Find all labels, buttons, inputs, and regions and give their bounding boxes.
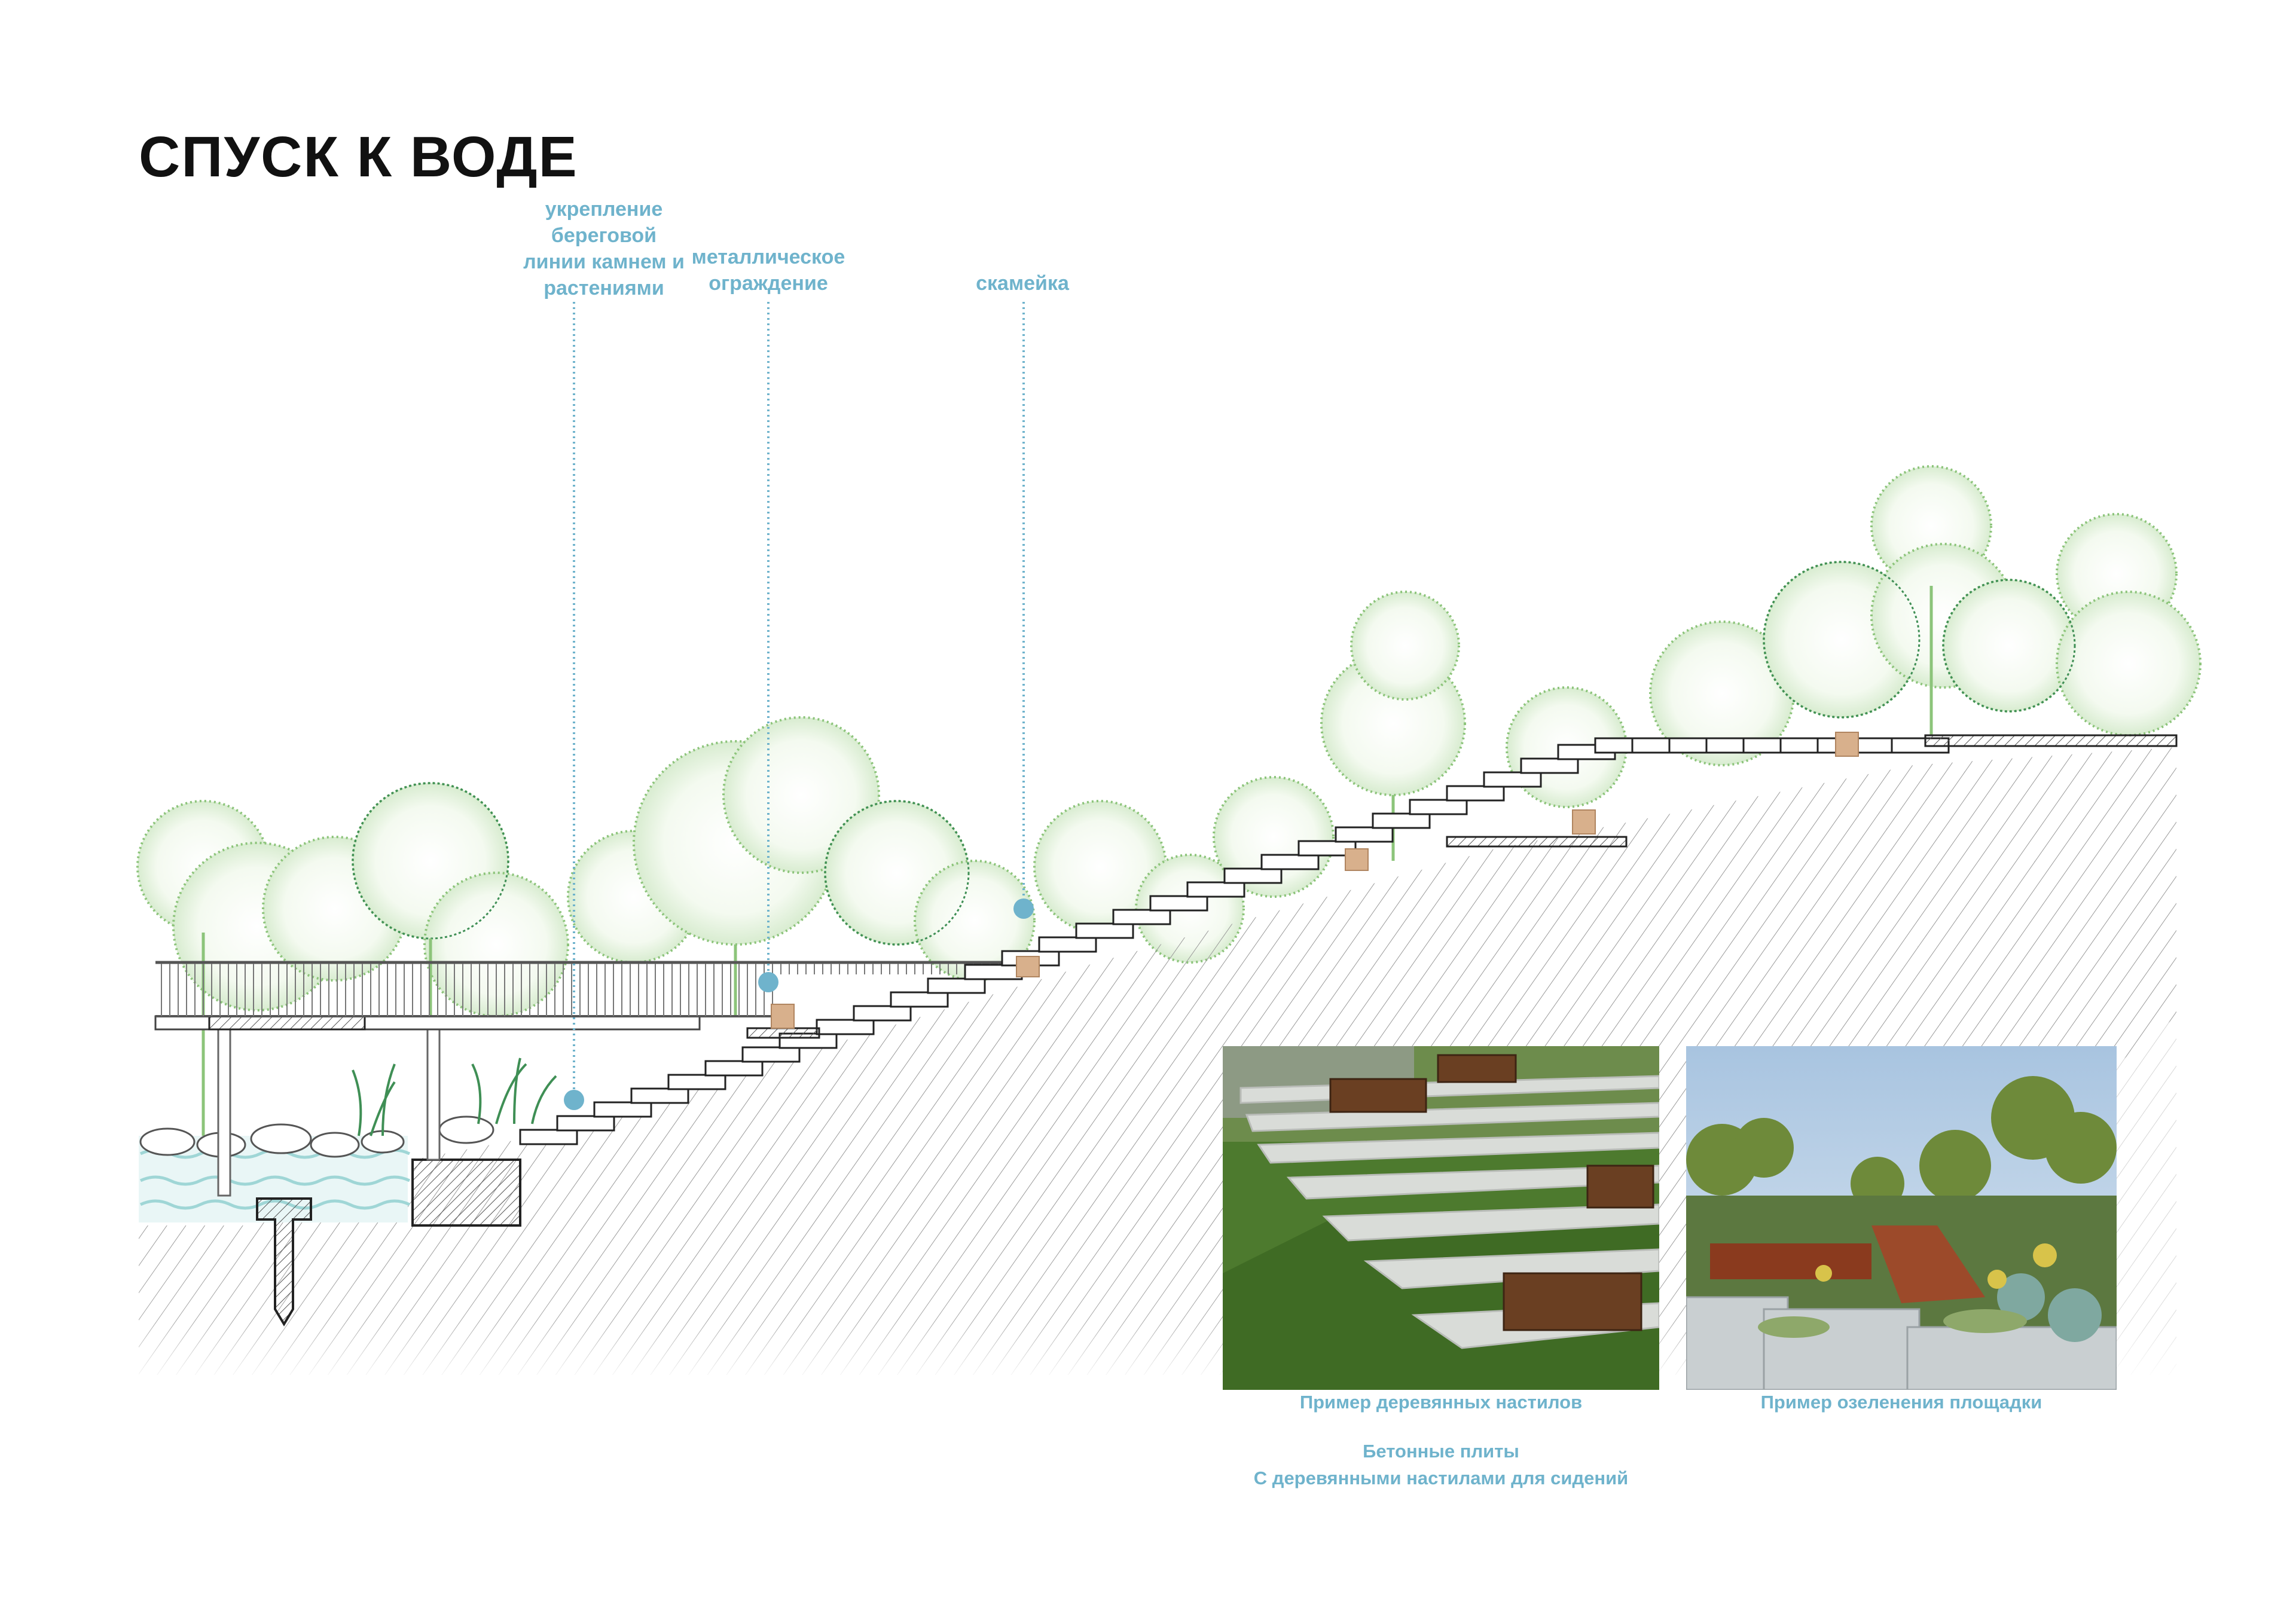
caption-wooden-decks: Пример деревянных настилов [1299, 1392, 1583, 1413]
note-line-2: С деревянными настилами для сидений [1253, 1468, 1629, 1488]
callout-leaders [573, 302, 1025, 1097]
callout-bench: скамейка [976, 272, 1069, 295]
callout-dot-bench [1013, 898, 1034, 919]
page-title: СПУСК К ВОДЕ [139, 125, 578, 189]
callout-dot-railing [758, 972, 778, 992]
slope-ground [139, 747, 2176, 1375]
photo-wooden-decks [1223, 1046, 1659, 1390]
benches [771, 732, 1859, 1029]
callout-railing: металлическое ограждение [691, 246, 845, 295]
photo-site-greening [1686, 1046, 2117, 1390]
boardwalk [154, 961, 1028, 1031]
note-line-1: Бетонные плиты [1363, 1441, 1519, 1462]
shoreline-stones [139, 1115, 494, 1158]
caption-site-greening: Пример озеленения площадки [1760, 1392, 2042, 1413]
callout-dot-shoreline [564, 1090, 584, 1110]
callout-shoreline: укрепление береговой линии камнем и раст… [523, 198, 685, 299]
trees [136, 465, 2202, 1154]
